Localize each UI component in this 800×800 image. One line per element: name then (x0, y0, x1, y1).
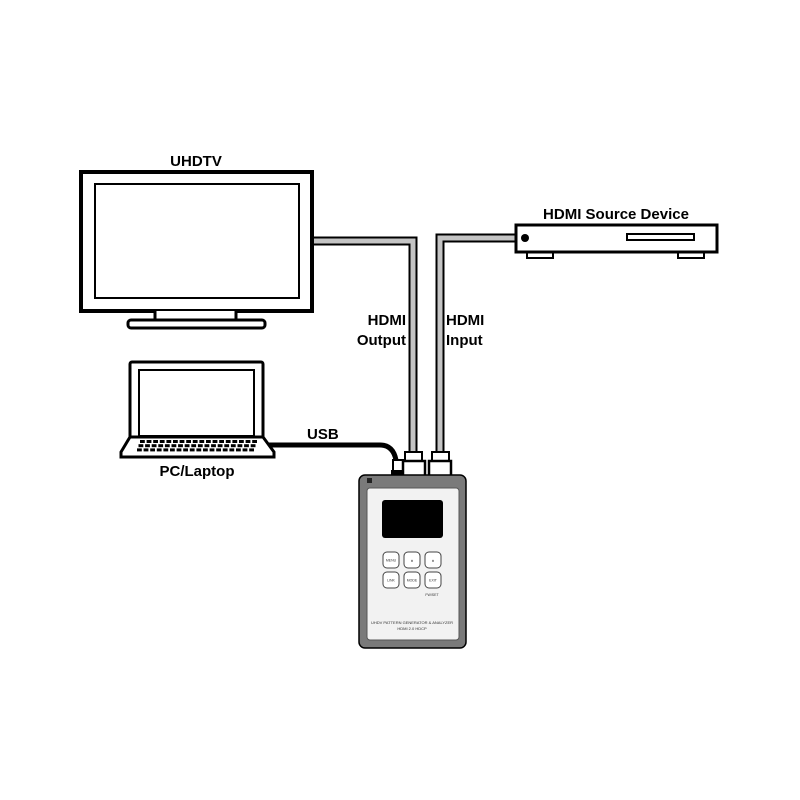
keyboard-key (176, 448, 182, 452)
generator-button[interactable]: MODE (403, 571, 421, 589)
keyboard-key (244, 444, 249, 448)
hdmi-output-label-line2: Output (357, 332, 406, 349)
keyboard-key (145, 444, 150, 448)
keyboard-key (230, 444, 236, 448)
generator-button[interactable]: ▲ (424, 551, 442, 569)
keyboard-key (170, 448, 175, 452)
keyboard-key (138, 444, 144, 448)
keyboard-key (189, 448, 195, 452)
generator-top-port (367, 478, 372, 483)
hdmi-input-label-line1: HDMI (446, 312, 484, 329)
generator-button-label: ▲ (410, 559, 413, 563)
keyboard-key (250, 444, 256, 448)
pc-laptop (119, 360, 276, 459)
generator-button[interactable]: MENU (382, 551, 400, 569)
keyboard-key (143, 448, 149, 452)
keyboard-key (183, 448, 188, 452)
keyboard-key (245, 440, 251, 443)
keyboard-key (159, 440, 165, 443)
keyboard-key (184, 444, 190, 448)
generator-button-label: LINK (387, 579, 395, 583)
keyboard-key (252, 440, 257, 443)
keyboard-key (146, 440, 152, 443)
keyboard-key (199, 440, 205, 443)
keyboard-key (158, 444, 164, 448)
keyboard-key (225, 440, 231, 443)
keyboard-key (217, 444, 223, 448)
keyboard-key (216, 448, 221, 452)
keyboard-key (163, 448, 169, 452)
generator-footer-line2: HDMI 2.0 HDCP (397, 626, 427, 631)
keyboard-key (211, 444, 216, 448)
tv-label: UHDTV (170, 153, 222, 170)
keyboard-key (242, 448, 248, 452)
tv-stand-base (126, 318, 267, 330)
usb-cable (268, 442, 401, 471)
keyboard-key (156, 448, 162, 452)
keyboard-key (151, 444, 157, 448)
laptop-label: PC/Laptop (160, 463, 235, 480)
hdmi-output-label-line1: HDMI (368, 312, 406, 329)
generator-button[interactable]: ▲ (403, 551, 421, 569)
keyboard-key (140, 440, 145, 443)
generator-footer-line1: UHDV PATTERN GENERATOR & ANALYZER (371, 620, 453, 625)
keyboard-key (171, 444, 177, 448)
keyboard-key (179, 440, 185, 443)
hdmi-source-device (514, 223, 719, 259)
keyboard-key (197, 444, 203, 448)
keyboard-key (212, 440, 218, 443)
generator-button-sub-label: FW/SET (425, 593, 439, 597)
source-label: HDMI Source Device (543, 206, 689, 223)
keyboard-key (173, 440, 178, 443)
keyboard-key (222, 448, 228, 452)
keyboard-key (166, 440, 172, 443)
tv-screen (94, 183, 300, 299)
keyboard-key (224, 444, 230, 448)
keyboard-key (219, 440, 224, 443)
keyboard-key (239, 440, 244, 443)
source-disc-slot (626, 233, 695, 241)
source-power-icon (521, 234, 529, 242)
keyboard-key (196, 448, 202, 452)
laptop-keyboard (137, 440, 257, 452)
keyboard-key (204, 444, 210, 448)
uhdtv (79, 170, 314, 330)
keyboard-key (186, 440, 191, 443)
keyboard-key (150, 448, 155, 452)
keyboard-key (206, 440, 211, 443)
generator-button-label: MODE (407, 579, 418, 583)
hdmi-output-cable (312, 236, 418, 456)
keyboard-key (192, 440, 198, 443)
keyboard-key (232, 440, 238, 443)
keyboard-key (249, 448, 254, 452)
hdmi-input-label-line2: Input (446, 332, 483, 349)
keyboard-key (164, 444, 170, 448)
keyboard-key (137, 448, 142, 452)
keyboard-key (178, 444, 183, 448)
keyboard-key (191, 444, 197, 448)
generator-buttons: MENU ▲ ▲ LINK MODE EXIT (382, 551, 442, 589)
pattern-generator: MENU ▲ ▲ LINK MODE EXIT FW/SET UHDV PATTERN G… (358, 474, 467, 649)
generator-button[interactable]: LINK (382, 571, 400, 589)
generator-screen (382, 500, 443, 538)
generator-button[interactable]: EXIT (424, 571, 442, 589)
generator-button-label: MENU (386, 559, 397, 563)
generator-button-label: EXIT (429, 579, 438, 583)
keyboard-key (203, 448, 208, 452)
keyboard-key (153, 440, 158, 443)
hdmi-input-cable (435, 233, 516, 456)
laptop-screen (138, 369, 255, 437)
keyboard-key (236, 448, 241, 452)
generator-button-label: ▲ (431, 559, 434, 563)
keyboard-key (237, 444, 243, 448)
keyboard-key (209, 448, 215, 452)
keyboard-key (229, 448, 235, 452)
usb-label: USB (307, 426, 339, 443)
